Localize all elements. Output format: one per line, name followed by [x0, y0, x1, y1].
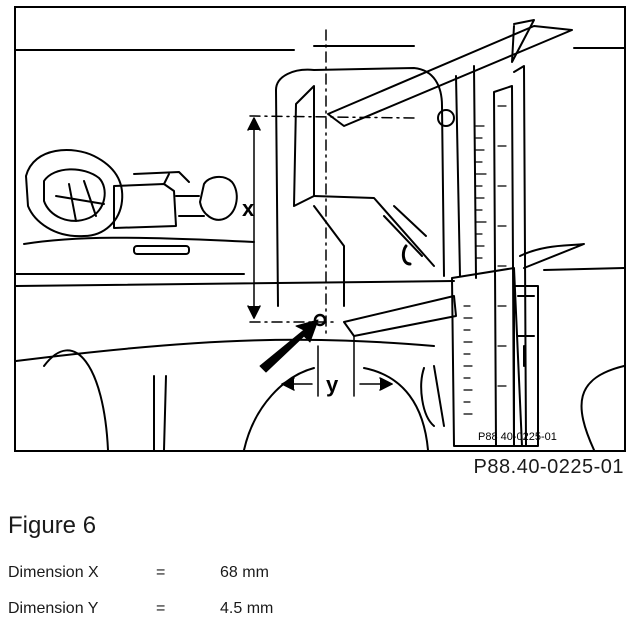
caliper-scale-ticks — [463, 105, 507, 415]
lower-casting — [15, 338, 625, 451]
dimension-y-equals: = — [156, 600, 166, 617]
dimension-x-line — [247, 117, 261, 319]
pointer-arrow — [259, 319, 319, 373]
dimension-x-label: Dimension X — [8, 564, 99, 581]
dimension-y-label: Dimension Y — [8, 600, 99, 617]
engine-mount-bracket — [23, 149, 255, 255]
technical-illustration: x y P88 40-0225-01 — [14, 6, 626, 452]
drawing-reference-number: P88.40-0225-01 — [473, 456, 624, 478]
dimension-y-value: 4.5 mm — [220, 600, 274, 617]
dimension-x-value: 68 mm — [220, 564, 269, 581]
dimension-x-marker: x — [242, 196, 255, 221]
dimension-y-line — [281, 335, 393, 397]
inner-drawing-reference: P88 40-0225-01 — [478, 431, 557, 443]
measuring-point — [313, 313, 327, 327]
dimension-y-marker: y — [326, 372, 339, 397]
upper-edge-line — [15, 45, 625, 51]
casting-housing — [275, 67, 455, 307]
lower-body-line — [15, 267, 625, 287]
figure-title: Figure 6 — [8, 512, 97, 539]
dimension-y-row: Dimension Y = 4.5 mm — [8, 600, 273, 618]
vernier-caliper — [327, 19, 585, 447]
dimension-x-row: Dimension X = 68 mm — [8, 564, 269, 582]
dimension-x-equals: = — [156, 564, 166, 581]
